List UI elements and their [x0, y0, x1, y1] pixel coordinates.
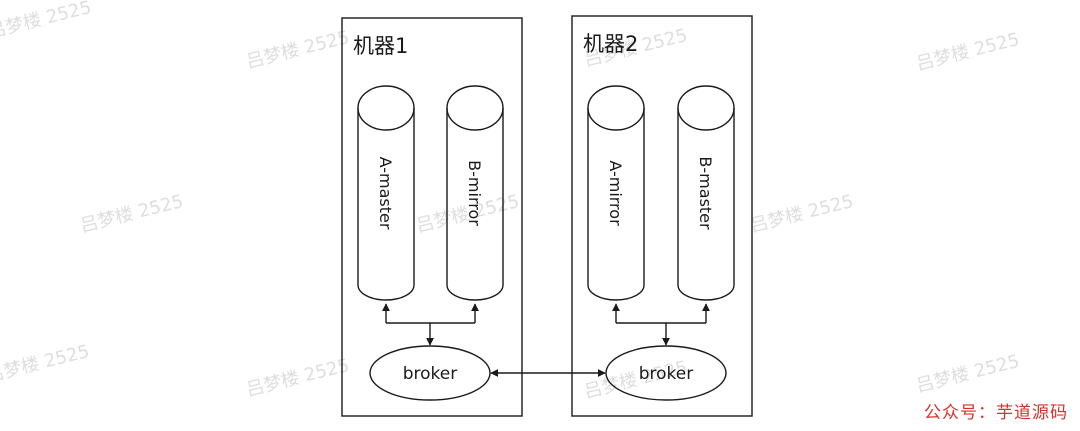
queue-label-b-master: B-master	[696, 156, 715, 230]
queue-label-a-mirror: A-mirror	[606, 160, 625, 226]
queue-label-a-master: A-master	[376, 157, 395, 230]
queue-cylinder-a-master	[357, 85, 415, 301]
broker-2-label: broker	[639, 364, 694, 384]
machine-2-title: 机器2	[583, 32, 638, 56]
footer-credit: 公众号：芋道源码	[924, 403, 1068, 423]
machine-1-title: 机器1	[353, 34, 408, 58]
broker-1-node	[369, 345, 491, 401]
watermark-text: 吕梦楼 2525	[0, 0, 94, 43]
watermark-text: 吕梦楼 2525	[914, 351, 1021, 397]
broker-1-label: broker	[403, 364, 458, 384]
watermark-text: 吕梦楼 2525	[914, 29, 1021, 75]
machine-1-box	[341, 17, 523, 417]
watermark-layer: 吕梦楼 2525 吕梦楼 2525 吕梦楼 2525 吕梦楼 2525 吕梦楼 …	[0, 0, 1022, 403]
broker-2-node	[605, 345, 727, 401]
watermark-text: 吕梦楼 2525	[748, 191, 855, 237]
queue-cylinder-b-mirror	[446, 85, 504, 301]
watermark-text: 吕梦楼 2525	[78, 191, 185, 237]
queue-cylinder-a-mirror	[587, 85, 645, 301]
queue-label-b-mirror: B-mirror	[465, 160, 484, 226]
watermark-text: 吕梦楼 2525	[244, 27, 351, 73]
watermark-text: 吕梦楼 2525	[244, 355, 351, 401]
queue-cylinder-b-master	[677, 85, 735, 301]
machine-2-box	[571, 15, 753, 417]
watermark-text: 吕梦楼 2525	[0, 341, 92, 387]
